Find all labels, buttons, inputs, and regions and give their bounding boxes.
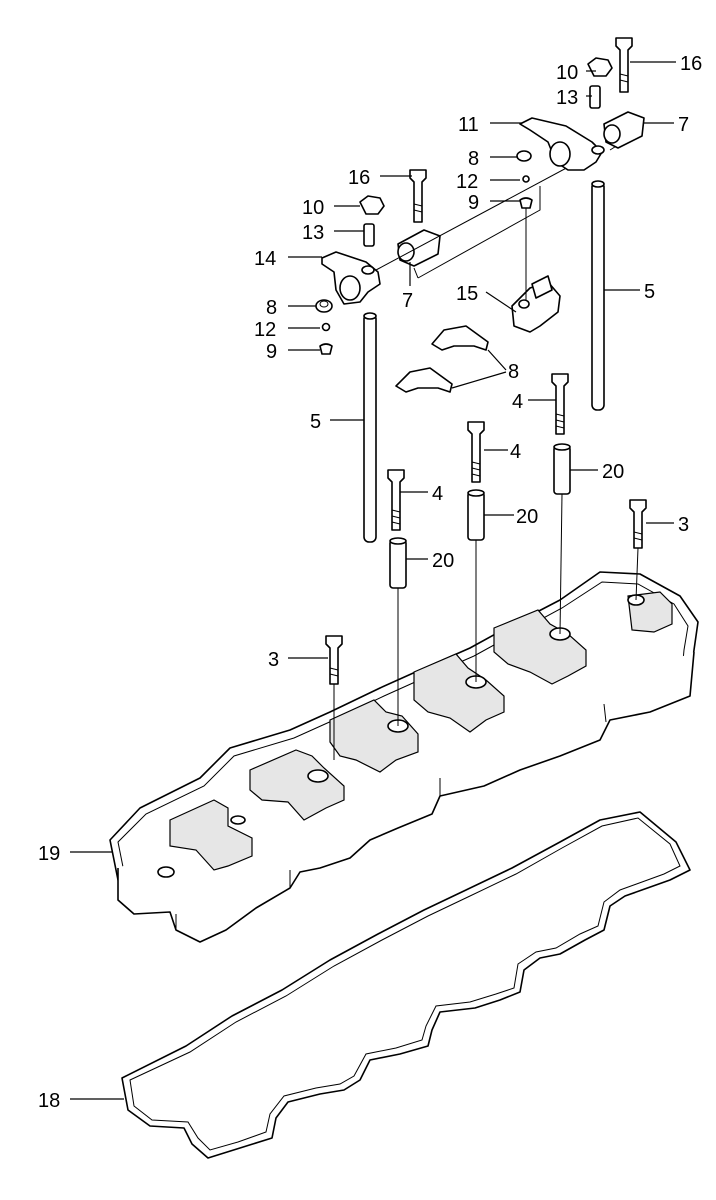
bolt-16-right bbox=[615, 37, 633, 93]
nut-left bbox=[359, 195, 385, 215]
callout-19: 19 bbox=[38, 843, 60, 865]
rocker-arm-right bbox=[519, 117, 605, 171]
callout-8-upper-right: 8 bbox=[468, 148, 479, 170]
leader-lines bbox=[70, 61, 676, 1100]
nut-right bbox=[587, 57, 613, 77]
shaft-bracket-left bbox=[397, 229, 441, 267]
adjust-screw-left bbox=[363, 223, 375, 247]
callout-3-left: 3 bbox=[268, 649, 279, 671]
callout-7-top-right: 7 bbox=[678, 114, 689, 136]
bolt-4-right bbox=[551, 373, 569, 435]
bolt-4-left bbox=[387, 469, 405, 531]
callout-5-left: 5 bbox=[310, 411, 321, 433]
spacer-20-middle bbox=[467, 489, 485, 541]
valve-cover-gasket bbox=[121, 811, 691, 1159]
callout-8-plates: 8 bbox=[508, 361, 519, 383]
callout-20-right: 20 bbox=[602, 461, 624, 483]
adjust-screw-right bbox=[589, 85, 601, 109]
support-plate-lower bbox=[395, 367, 453, 393]
washer-8-left bbox=[315, 299, 333, 313]
bolt-3-left bbox=[325, 635, 343, 685]
callout-12-left: 12 bbox=[254, 319, 276, 341]
callout-16-top-right: 16 bbox=[680, 53, 702, 75]
callout-4-middle: 4 bbox=[510, 441, 521, 463]
bolt-16-left bbox=[409, 169, 427, 223]
push-rod-left bbox=[363, 312, 377, 543]
callout-4-left: 4 bbox=[432, 483, 443, 505]
callout-13-left: 13 bbox=[302, 222, 324, 244]
callout-13-top-right: 13 bbox=[556, 87, 578, 109]
rocker-arm-left bbox=[321, 251, 381, 305]
callout-15: 15 bbox=[456, 283, 478, 305]
spacer-20-left bbox=[389, 537, 407, 589]
callout-4-right: 4 bbox=[512, 391, 523, 413]
callout-20-left: 20 bbox=[432, 550, 454, 572]
bolt-3-right bbox=[629, 499, 647, 549]
callout-3-right: 3 bbox=[678, 514, 689, 536]
support-plate-upper bbox=[431, 325, 489, 351]
callout-5-right: 5 bbox=[644, 281, 655, 303]
ball-12-right bbox=[522, 175, 530, 183]
callout-10-left: 10 bbox=[302, 197, 324, 219]
callout-10-top-right: 10 bbox=[556, 62, 578, 84]
shaft-bracket-right bbox=[603, 111, 645, 149]
callout-18: 18 bbox=[38, 1090, 60, 1112]
ball-12-left bbox=[321, 322, 331, 332]
callout-labels: 16 10 13 11 7 8 12 9 16 10 13 14 7 15 5 … bbox=[38, 53, 702, 1112]
valve-cover bbox=[109, 571, 699, 943]
cup-9-right bbox=[519, 197, 533, 209]
callout-16-left: 16 bbox=[348, 167, 370, 189]
bolt-4-middle bbox=[467, 421, 485, 483]
callout-8-left: 8 bbox=[266, 297, 277, 319]
callout-9-upper-right: 9 bbox=[468, 192, 479, 214]
callout-9-left: 9 bbox=[266, 341, 277, 363]
callout-14: 14 bbox=[254, 248, 276, 270]
rocker-support-15 bbox=[511, 275, 561, 333]
washer-8-right bbox=[516, 150, 532, 162]
cup-9-left bbox=[319, 343, 333, 355]
callout-7-left: 7 bbox=[402, 290, 413, 312]
spacer-20-right bbox=[553, 443, 571, 495]
callout-20-middle: 20 bbox=[516, 506, 538, 528]
callout-12-upper-right: 12 bbox=[456, 171, 478, 193]
push-rod-right bbox=[591, 180, 605, 411]
callout-11: 11 bbox=[458, 114, 479, 136]
